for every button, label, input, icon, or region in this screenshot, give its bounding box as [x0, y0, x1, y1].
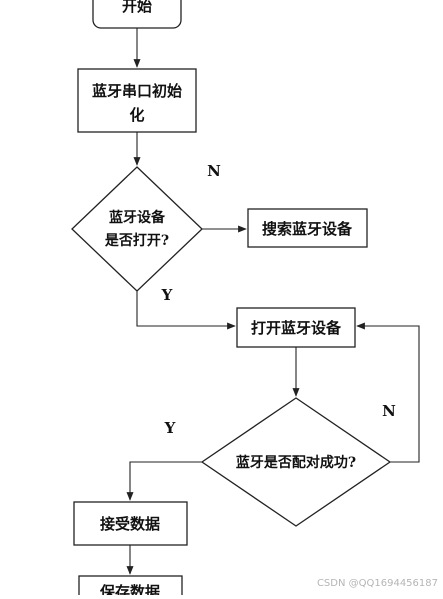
- search-node: 搜索蓝牙设备: [247, 208, 368, 248]
- init-node-label-line1: 蓝牙串口初始: [92, 82, 182, 100]
- check-bt-diamond: [71, 166, 203, 292]
- edge-label-pair-no: N: [382, 402, 396, 420]
- watermark-text: CSDN @QQ1694456187: [317, 578, 438, 589]
- pair-label: 蓝牙是否配对成功?: [236, 454, 356, 471]
- open-bt-node: 打开蓝牙设备: [236, 307, 356, 348]
- start-node: 开始: [92, 0, 182, 29]
- edge-label-check-no: N: [207, 162, 221, 180]
- next-node-label: 保存数据: [99, 583, 160, 595]
- open-bt-node-label: 打开蓝牙设备: [251, 319, 342, 337]
- edge-pair-to-receive: [126, 461, 202, 501]
- search-node-label: 搜索蓝牙设备: [262, 220, 353, 238]
- pair-diamond: [200, 397, 392, 527]
- search-node-shape: [247, 208, 368, 248]
- next-node: 保存数据: [78, 575, 183, 599]
- edge-label-check-yes: Y: [161, 286, 173, 304]
- edge-pair-to-open-loop: [356, 322, 420, 463]
- pair-decision: 蓝牙是否配对成功?: [200, 397, 392, 527]
- receive-node-label: 接受数据: [100, 515, 160, 533]
- check-bt-label-line2: 是否打开?: [105, 232, 169, 249]
- receive-node: 接受数据: [73, 501, 188, 546]
- init-node-label-line2: 化: [129, 106, 144, 124]
- edge-label-pair-yes: Y: [164, 419, 176, 437]
- open-bt-node-shape: [236, 307, 356, 348]
- edge-check-to-open: [136, 291, 236, 330]
- check-bt-label-line1: 蓝牙设备: [109, 209, 166, 226]
- init-node-shape: [77, 68, 197, 133]
- receive-node-shape: [73, 501, 188, 546]
- init-node: 蓝牙串口初始 化: [77, 68, 197, 133]
- check-bt-decision: 蓝牙设备 是否打开?: [71, 166, 203, 292]
- start-node-label: 开始: [122, 0, 152, 15]
